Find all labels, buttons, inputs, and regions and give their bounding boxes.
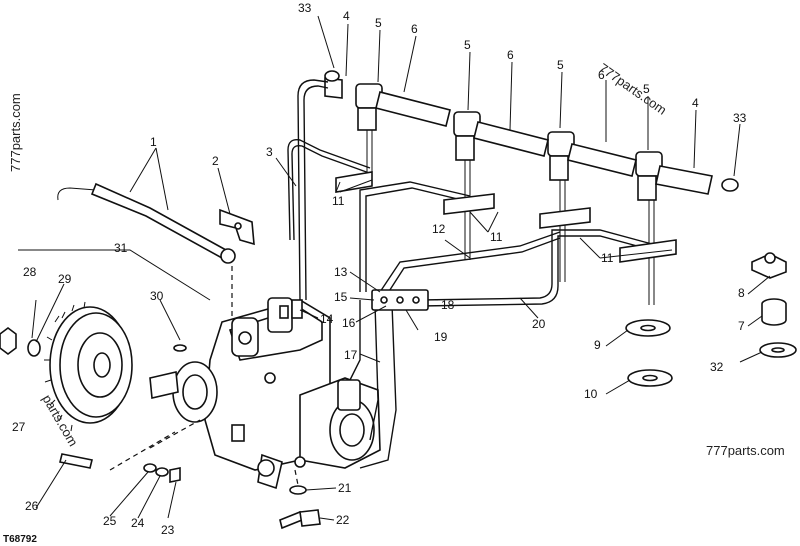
callout-6c: 6 (598, 68, 605, 82)
callout-22: 22 (336, 513, 350, 527)
figure-code: T68792 (3, 534, 37, 545)
callout-24: 24 (131, 516, 145, 530)
watermark-bottom-right: 777parts.com (706, 443, 785, 458)
callout-31: 31 (114, 241, 128, 255)
callout-26: 26 (25, 499, 39, 513)
callout-5c: 5 (557, 58, 564, 72)
leader-lines (18, 15, 771, 521)
callout-13: 13 (334, 265, 348, 279)
watermark-left: 777parts.com (8, 93, 23, 172)
callout-4: 4 (343, 9, 350, 23)
callout-14: 14 (320, 312, 334, 326)
callout-16: 16 (342, 316, 356, 330)
callout-1: 1 (150, 135, 157, 149)
callout-labels: 1 2 3 4 4 5 5 5 5 6 6 6 7 8 9 10 11 11 1… (12, 1, 747, 537)
callout-17: 17 (344, 348, 358, 362)
callout-21: 21 (338, 481, 352, 495)
callout-11c: 11 (601, 251, 614, 265)
callout-8: 8 (738, 286, 745, 300)
loose-parts (0, 252, 797, 530)
callout-9: 9 (594, 338, 601, 352)
drive-gear (44, 301, 133, 432)
callout-11b: 11 (490, 230, 503, 244)
callout-28: 28 (23, 265, 37, 279)
callout-29: 29 (58, 272, 72, 286)
callout-27: 27 (12, 420, 26, 434)
callout-18: 18 (441, 298, 455, 312)
callout-5d: 5 (643, 82, 650, 96)
callout-10: 10 (584, 387, 598, 401)
callout-33b: 33 (733, 111, 747, 125)
callout-12: 12 (432, 222, 446, 236)
callout-7: 7 (738, 319, 745, 333)
callout-6b: 6 (507, 48, 514, 62)
callout-4b: 4 (692, 96, 699, 110)
callout-15: 15 (334, 290, 348, 304)
callout-3: 3 (266, 145, 273, 159)
injection-pump (149, 297, 381, 490)
callout-2: 2 (212, 154, 219, 168)
callout-19: 19 (434, 330, 448, 344)
callout-23: 23 (161, 523, 175, 537)
callout-25: 25 (103, 514, 117, 528)
cable-bracket (219, 208, 255, 246)
callout-32: 32 (710, 360, 724, 374)
callout-5: 5 (375, 16, 382, 30)
callout-33: 33 (298, 1, 312, 15)
watermark-top-right: 777parts.com (596, 60, 669, 117)
callout-30: 30 (150, 289, 164, 303)
callout-6: 6 (411, 22, 418, 36)
callout-11: 11 (332, 194, 345, 208)
injector-nozzles (355, 83, 663, 305)
callout-20: 20 (532, 317, 546, 331)
shutoff-cable (57, 182, 236, 320)
callout-5b: 5 (464, 38, 471, 52)
line-clamps (335, 171, 677, 311)
leak-off-line (324, 70, 739, 195)
